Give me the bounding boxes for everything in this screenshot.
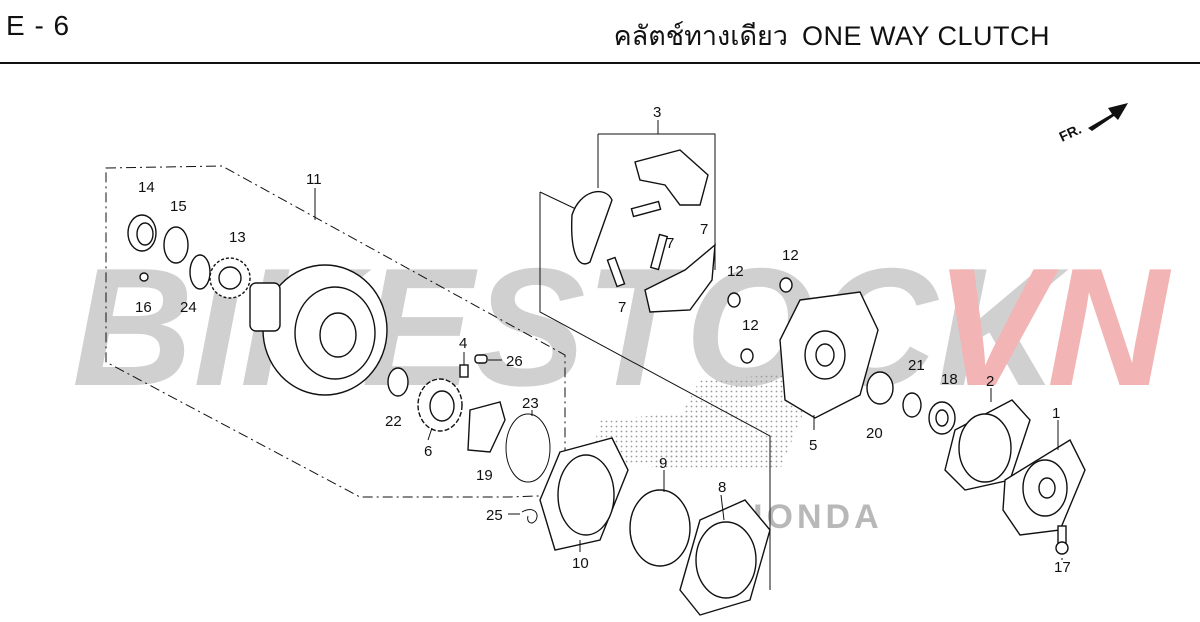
part-8-gasket [679,499,771,616]
callout-16: 16 [135,299,152,316]
part-3-clutch-shoes [570,149,716,313]
part-12-collar-b [779,277,793,293]
diagram-title: คลัตช์ทางเดียว ONE WAY CLUTCH [614,14,1050,57]
part-22-washer [387,367,409,397]
part-19-plate [467,401,506,453]
callout-12b: 12 [782,247,799,264]
part-15-ring [163,226,189,264]
part-18-nut [928,401,956,435]
callout-1: 1 [1052,405,1060,422]
callout-20: 20 [866,425,883,442]
callout-17: 17 [1054,559,1071,576]
callout-5: 5 [809,437,817,454]
part-12-collar-c [740,348,754,364]
header: E - 6 คลัตช์ทางเดียว ONE WAY CLUTCH [0,0,1200,64]
front-direction-label: FR. [1057,121,1084,145]
callout-9: 9 [659,455,667,472]
diagram-code: E - 6 [6,10,71,41]
callout-22: 22 [385,413,402,430]
callout-4: 4 [459,335,467,352]
part-7-springs [606,200,669,288]
callout-15: 15 [170,198,187,215]
watermark: BIKESTOCK VN [72,233,1172,421]
callout-12a: 12 [727,263,744,280]
part-9-o-ring [629,489,691,567]
honda-logo: HONDA [590,372,879,536]
part-12-collar-a [727,292,741,308]
callout-21: 21 [908,357,925,374]
part-4-spring [459,364,469,378]
callout-3: 3 [653,104,661,121]
part-1-cover [1002,439,1086,536]
callout-14: 14 [138,179,155,196]
part-17-bolt [1055,525,1069,555]
part-16-nut [139,272,149,282]
part-21-washer [902,392,922,418]
callout-12c: 12 [742,317,759,334]
part-25-clip [521,509,538,524]
callout-26: 26 [506,353,523,370]
part-2-gasket [944,399,1031,491]
callout-8: 8 [718,479,726,496]
callout-10: 10 [572,555,589,572]
part-20-nut [866,371,894,405]
assembly-outline-3 [597,133,716,270]
callout-25: 25 [486,507,503,524]
title-thai: คลัตช์ทางเดียว [613,21,788,52]
part-14-cap [127,214,157,252]
part-26-roller [474,354,488,364]
callout-7a: 7 [666,235,674,252]
part-24-ring [189,254,211,290]
callout-11: 11 [306,171,322,188]
callout-23: 23 [522,395,539,412]
callout-7b: 7 [700,221,708,238]
leader-lines [314,120,1063,560]
watermark-text-red: VN [935,233,1172,421]
part-5-drive-plate [779,291,879,419]
callout-18: 18 [941,371,958,388]
part-13-gear [209,257,251,299]
assembly-outline-7 [539,191,771,590]
callout-13: 13 [229,229,246,246]
part-10-gasket [539,437,629,551]
title-english: ONE WAY CLUTCH [801,21,1050,51]
assembly-outline-11 [105,165,566,498]
callout-19: 19 [476,467,493,484]
callout-labels: 1 2 3 4 5 6 7 7 7 8 9 10 11 12 12 12 13 … [135,104,1071,576]
callout-24: 24 [180,299,197,316]
callout-6: 6 [424,443,432,460]
header-rule [0,62,1200,64]
callout-7c: 7 [618,299,626,316]
part-23-snap-ring [505,413,551,483]
front-direction-arrow: FR. [1057,103,1128,145]
callout-2: 2 [986,373,994,390]
part-11-clutch-outer [249,264,388,396]
part-6-one-way-clutch [417,378,463,432]
